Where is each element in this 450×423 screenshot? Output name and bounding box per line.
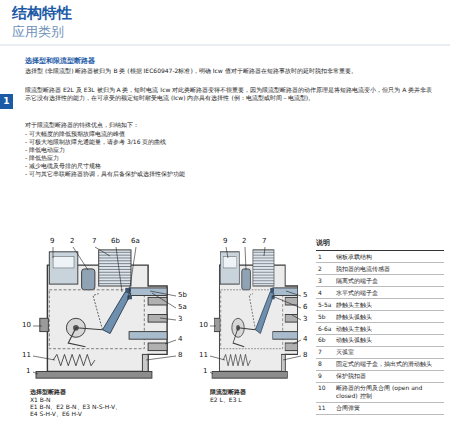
table-cell: 动触头弧触头 [336, 336, 444, 344]
figure-caption: E4 S-H-V、E6 H-V [30, 410, 82, 418]
callout-number: 6a [131, 237, 140, 246]
table-cell: 8 [316, 360, 336, 368]
table-row: 2脱扣器的电流传感器 [316, 263, 444, 275]
paragraph: 选择型 (非限流型) 断路器被归为 B 类 (根据 IEC60947-2标准)，… [25, 67, 437, 75]
callout-number: 8 [303, 351, 307, 360]
callout-number: 2 [242, 237, 246, 246]
figure-caption: E1 B-N、E2 B-N、E3 N-S-H-V、 [30, 403, 121, 411]
paragraph: 对于限流型断路器的特殊优点，归纳如下： [25, 121, 437, 129]
table-cell: 11 [316, 404, 336, 412]
table-heading: 说明 [316, 238, 444, 251]
table-cell: 静触头主触头 [336, 301, 444, 309]
callout-number: 1 [203, 367, 207, 376]
table-cell: 4 [316, 289, 336, 297]
callout-number: 5a [178, 303, 187, 312]
table-cell: 3 [316, 277, 336, 285]
figure-caption: E2 L、E3 L [210, 396, 242, 404]
callout-number: 5 [303, 291, 307, 300]
table-row: 8固定式的端子盒，抽出式的滑动触头 [316, 359, 444, 371]
page-title: 结构特性 [12, 4, 72, 24]
table-row: 1钢板承载结构 [316, 251, 444, 263]
table-cell: 7 [316, 348, 336, 356]
table-cell: 2 [316, 265, 336, 273]
table-cell: 断路器的分闸及合闸 (open and closed) 控制 [336, 384, 444, 400]
table-cell: 10 [316, 384, 336, 400]
section-heading: 选择型和限流型断路器 [25, 57, 95, 66]
paragraph: 限流型断路器 E2L 及 E3L 被归为 A 类，短时电流 Icw 对此类断路器… [25, 86, 437, 102]
callout-number: 7 [262, 237, 266, 246]
callout-number: 9 [50, 237, 54, 246]
subtitle: 应用类别 [12, 24, 64, 41]
callout-number: 9 [223, 237, 227, 246]
figure-caption: 选择型断路器 [30, 388, 66, 396]
table-row: 7灭弧室 [316, 347, 444, 359]
table-row: 6-6a动触头主触头 [316, 323, 444, 335]
table-cell: 保护脱扣器 [336, 372, 444, 380]
list-item: - 减少电缆及母排的尺寸规格 [25, 162, 437, 170]
table-row: 4水平式的端子盒 [316, 287, 444, 299]
callout-number: 2 [70, 237, 74, 246]
callout-number: 11 [199, 351, 208, 360]
callout-number: 4 [303, 335, 307, 344]
table-cell: 固定式的端子盒，抽出式的滑动触头 [336, 360, 444, 368]
callout-number: 10 [22, 321, 31, 330]
list-item: - 可极大地限制故障允通能量，请参考 3/16 页的曲线 [25, 138, 437, 146]
chapter-tab: 1 [0, 94, 13, 109]
table-cell: 灭弧室 [336, 348, 444, 356]
figure-caption: 限流型断路器 [210, 388, 246, 396]
legend-table: 说明1钢板承载结构2脱扣器的电流传感器3隔离式的端子盒4水平式的端子盒5-5a静… [316, 238, 444, 415]
callout-number: 6b [111, 237, 120, 246]
callout-number: 5b [178, 291, 187, 300]
callout-number: 11 [22, 351, 31, 360]
figure-caption: X1 B-N [30, 396, 51, 404]
callout-number: 3 [178, 315, 182, 324]
callout-number: 3 [303, 315, 307, 324]
table-row: 6b动触头弧触头 [316, 335, 444, 347]
list-item: - 降低电动应力 [25, 146, 437, 154]
callout-number: 8 [178, 351, 182, 360]
table-row: 11合闸弹簧 [316, 403, 444, 415]
table-row: 5-5a静触头主触头 [316, 299, 444, 311]
table-cell: 5b [316, 313, 336, 321]
table-cell: 6-6a [316, 325, 336, 333]
table-row: 5b静触头弧触头 [316, 311, 444, 323]
list-item: - 降低热应力 [25, 154, 437, 162]
table-cell: 水平式的端子盒 [336, 289, 444, 297]
table-cell: 1 [316, 253, 336, 261]
chapter-number: 1 [3, 96, 9, 107]
table-cell: 静触头弧触头 [336, 313, 444, 321]
callout-number: 1 [26, 367, 30, 376]
table-cell: 9 [316, 372, 336, 380]
list-item: - 可与其它串联断路器协调，具有后备保护或选择性保护功能 [25, 170, 437, 178]
table-row: 10断路器的分闸及合闸 (open and closed) 控制 [316, 383, 444, 403]
table-cell: 5-5a [316, 301, 336, 309]
table-cell: 钢板承载结构 [336, 253, 444, 261]
callout-number: 6 [303, 303, 307, 312]
callout-number: 10 [199, 321, 208, 330]
table-cell: 动触头主触头 [336, 325, 444, 333]
list-item: - 可大幅度的降低预期故障电流的峰值 [25, 130, 437, 138]
table-cell: 6b [316, 336, 336, 344]
callout-number: 4 [178, 335, 182, 344]
table-row: 9保护脱扣器 [316, 371, 444, 383]
table-cell: 合闸弹簧 [336, 404, 444, 412]
callout-number: 7 [92, 237, 96, 246]
table-cell: 脱扣器的电流传感器 [336, 265, 444, 273]
table-row: 3隔离式的端子盒 [316, 275, 444, 287]
table-cell: 隔离式的端子盒 [336, 277, 444, 285]
